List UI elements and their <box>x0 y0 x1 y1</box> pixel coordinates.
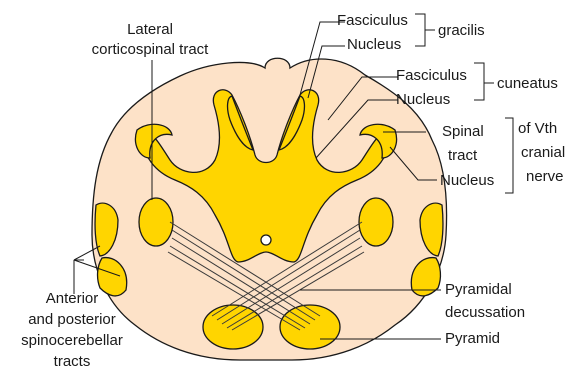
label-tracts: tracts <box>54 353 91 370</box>
lateral-corticospinal-tract-left <box>139 198 173 246</box>
label-nucleus-gracilis: Nucleus <box>347 36 401 53</box>
lateral-corticospinal-tract-right <box>359 198 393 246</box>
label-tract: tract <box>448 147 478 164</box>
label-nucleus-vth: Nucleus <box>440 172 494 189</box>
label-cuneatus: cuneatus <box>497 75 558 92</box>
label-decussation: decussation <box>445 304 525 321</box>
central-canal <box>261 235 271 245</box>
label-spinocerebellar: spinocerebellar <box>21 332 123 349</box>
label-pyramid: Pyramid <box>445 330 500 347</box>
label-anterior: Anterior <box>46 290 99 307</box>
pyramid-right <box>280 305 340 349</box>
label-of-vth: of Vth <box>518 120 557 137</box>
label-lateral: Lateral <box>127 21 173 38</box>
label-cranial: cranial <box>521 144 565 161</box>
label-nucleus-cuneatus: Nucleus <box>396 91 450 108</box>
label-and-posterior: and posterior <box>28 311 116 328</box>
label-spinal: Spinal <box>442 123 484 140</box>
label-fasciculus-gracilis: Fasciculus <box>337 12 408 29</box>
label-corticospinal-tract: corticospinal tract <box>92 41 210 58</box>
label-gracilis: gracilis <box>438 22 485 39</box>
label-fasciculus-cuneatus: Fasciculus <box>396 67 467 84</box>
label-pyramidal: Pyramidal <box>445 281 512 298</box>
label-nerve: nerve <box>526 168 564 185</box>
